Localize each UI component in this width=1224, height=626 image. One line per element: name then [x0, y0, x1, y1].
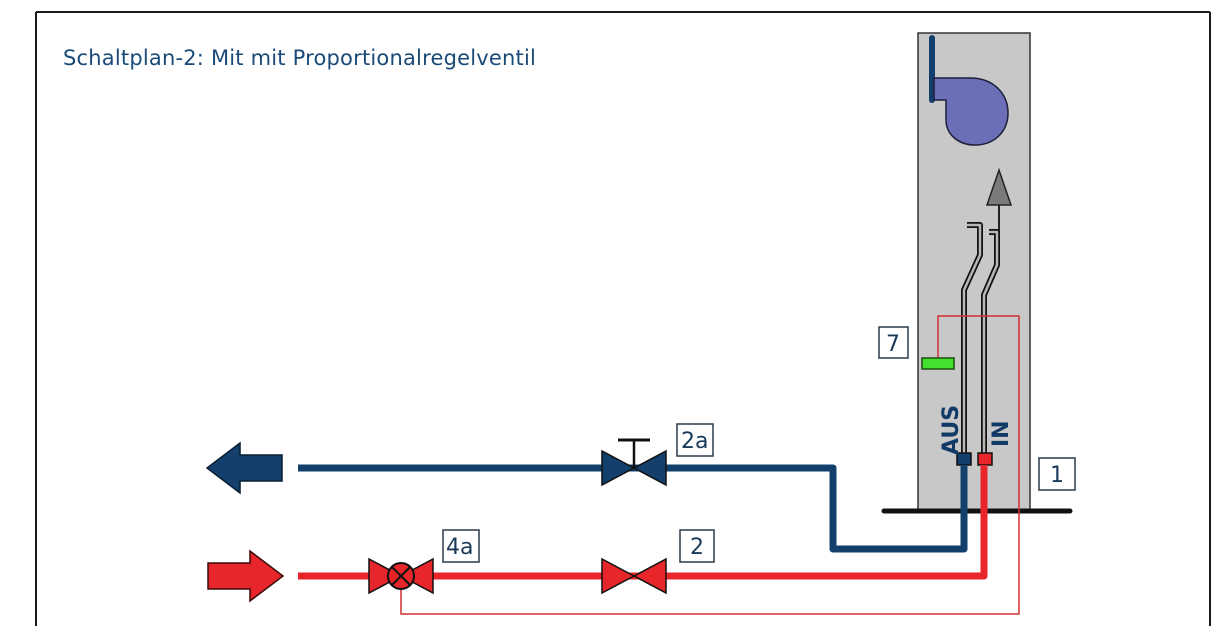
label-4a: 4a	[446, 535, 473, 560]
shutoff-valve-2-icon	[601, 557, 667, 595]
return-pipe	[298, 464, 968, 553]
label-box-7	[878, 326, 909, 359]
label-box-2a	[676, 423, 714, 457]
label-7: 7	[886, 332, 900, 357]
coil-pipes	[961, 222, 1000, 460]
supply-pipe	[298, 465, 988, 580]
fan-icon	[929, 35, 1009, 146]
label-box-2	[679, 529, 715, 563]
proportional-valve-4a-icon	[368, 557, 434, 595]
label-1: 1	[1050, 463, 1064, 488]
inlet-label: IN	[989, 420, 1014, 447]
label-2a: 2a	[681, 429, 708, 454]
shutoff-valve-2a-icon	[601, 438, 667, 487]
supply-flow-arrow-icon	[207, 549, 285, 603]
outlet-label: AUS	[939, 405, 964, 455]
return-flow-arrow-icon	[205, 441, 283, 495]
inlet-connector	[977, 452, 993, 466]
label-box-1	[1038, 457, 1076, 491]
control-wire	[400, 315, 1020, 615]
page-border	[35, 11, 1211, 626]
label-2: 2	[690, 535, 704, 560]
temperature-sensor	[921, 357, 955, 370]
diagram-title: Schaltplan-2: Mit mit Proportionalregelv…	[63, 46, 537, 70]
label-box-4a	[442, 529, 480, 563]
